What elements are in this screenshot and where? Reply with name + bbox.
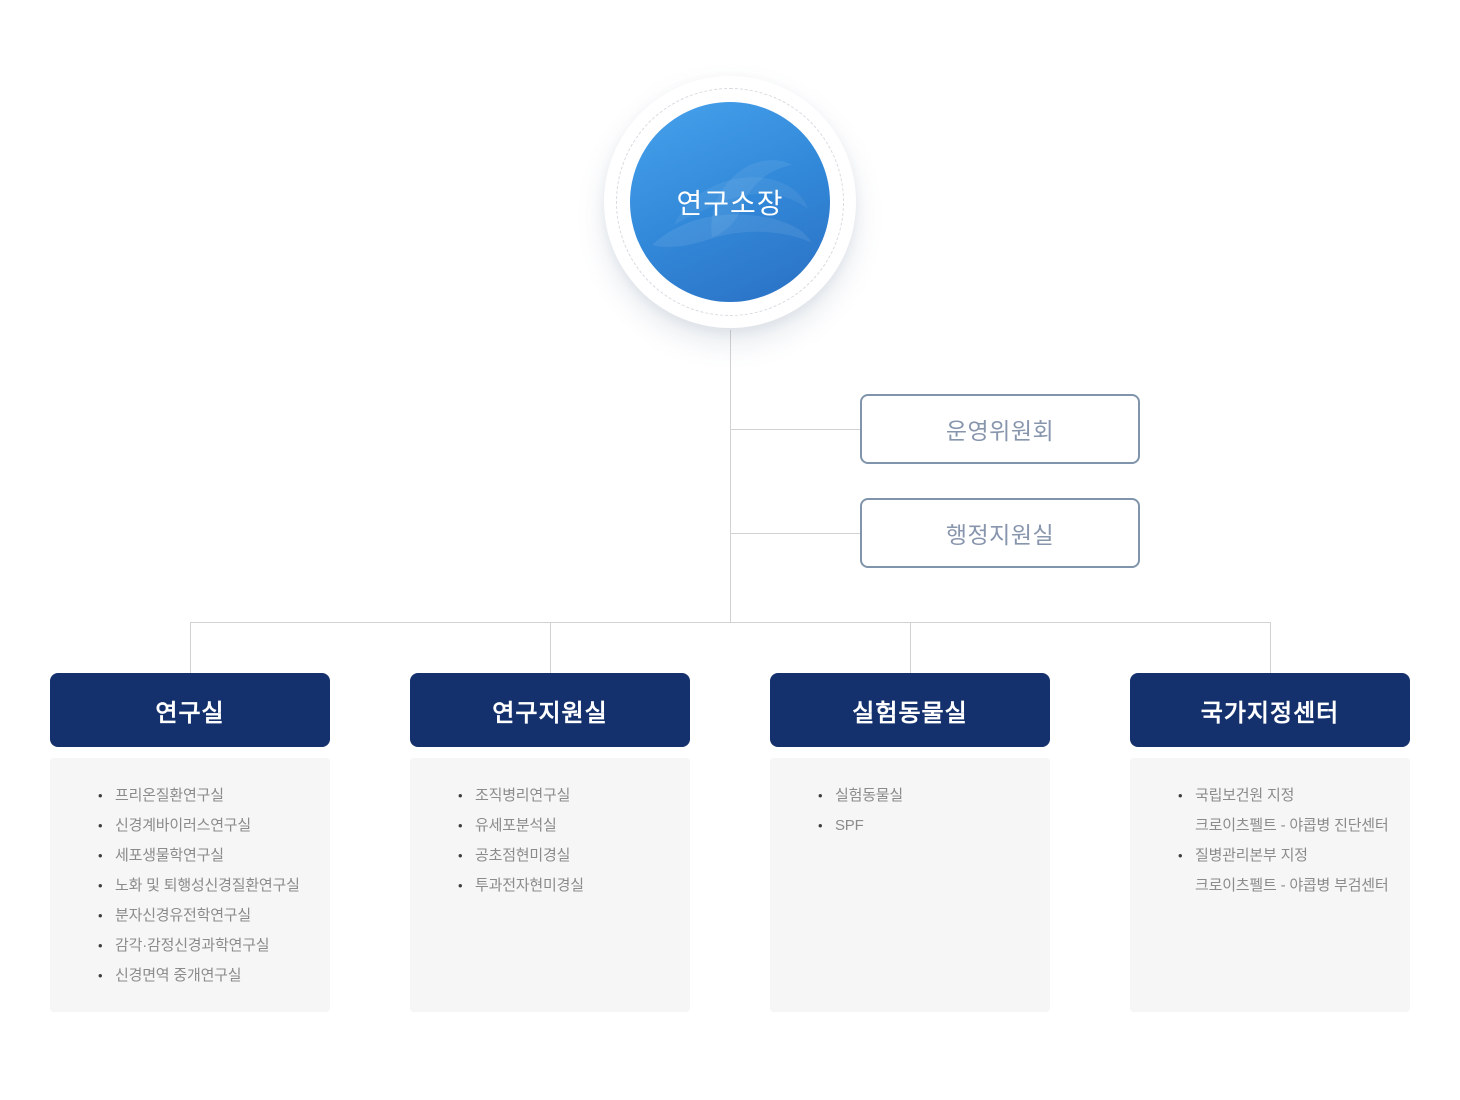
bullet-icon: • <box>98 818 103 833</box>
director-node: 연구소장 <box>604 76 856 328</box>
list-item-label: 유세포분석실 <box>475 817 557 834</box>
bullet-icon: • <box>98 848 103 863</box>
admin-support-label: 행정지원실 <box>945 522 1055 548</box>
list-item-subline: 크로이츠펠트 - 야콥병 진단센터 <box>1195 817 1389 834</box>
bullet-icon: • <box>818 818 823 833</box>
steering-committee-label: 운영위원회 <box>945 418 1055 444</box>
list-item: • 세포생물학연구실 <box>96 846 316 866</box>
list-item: • 유세포분석실 <box>456 816 676 836</box>
list-item: • 감각·감정신경과학연구실 <box>96 936 316 956</box>
list-item: • 신경면역 중개연구실 <box>96 966 316 986</box>
bullet-icon: • <box>458 848 463 863</box>
department-header: 국가지정센터 <box>1130 673 1410 747</box>
list-item-label: SPF <box>835 817 864 834</box>
bullet-icon: • <box>98 788 103 803</box>
bullet-icon: • <box>458 878 463 893</box>
steering-committee-box: 운영위원회 <box>860 394 1140 464</box>
bullet-icon: • <box>98 938 103 953</box>
list-item: • 분자신경유전학연구실 <box>96 906 316 926</box>
list-item-label: 공초점현미경실 <box>475 847 571 864</box>
wave-logo-icon <box>652 160 812 247</box>
department-panel: • 실험동물실 • SPF <box>770 758 1050 1012</box>
list-item-label: 국립보건원 지정 <box>1195 787 1295 804</box>
department-column-1: 연구실 • 프리온질환연구실 • 신경계바이러스연구실 • 세포생물학연구실 • 노화 및 퇴… <box>50 673 330 1012</box>
list-item-label: 세포생물학연구실 <box>115 847 224 864</box>
bullet-icon: • <box>1178 848 1183 863</box>
list-item-label: 노화 및 퇴행성신경질환연구실 <box>115 877 300 894</box>
department-panel: • 프리온질환연구실 • 신경계바이러스연구실 • 세포생물학연구실 • 노화 및 퇴행성신경… <box>50 758 330 1012</box>
department-header: 연구실 <box>50 673 330 747</box>
director-circle: 연구소장 <box>630 102 830 302</box>
list-item: • 공초점현미경실 <box>456 846 676 866</box>
department-column-3: 실험동물실 • 실험동물실 • SPF <box>770 673 1050 1012</box>
list-item-label: 신경면역 중개연구실 <box>115 967 242 984</box>
bullet-icon: • <box>98 968 103 983</box>
list-item: • 신경계바이러스연구실 <box>96 816 316 836</box>
list-item-label: 실험동물실 <box>835 787 904 804</box>
connector-branch-admin <box>730 533 860 534</box>
list-item-label: 프리온질환연구실 <box>115 787 224 804</box>
admin-support-box: 행정지원실 <box>860 498 1140 568</box>
list-item-subline: 크로이츠펠트 - 야콥병 부검센터 <box>1195 877 1389 894</box>
department-header: 실험동물실 <box>770 673 1050 747</box>
connector-drop-3 <box>910 622 911 673</box>
director-label: 연구소장 <box>676 188 784 219</box>
department-header: 연구지원실 <box>410 673 690 747</box>
connector-row-horizontal <box>190 622 1270 623</box>
bullet-icon: • <box>98 908 103 923</box>
bullet-icon: • <box>458 818 463 833</box>
list-item: • SPF <box>816 816 1036 836</box>
list-item-label: 분자신경유전학연구실 <box>115 907 252 924</box>
list-item: • 조직병리연구실 <box>456 786 676 806</box>
bullet-icon: • <box>98 878 103 893</box>
connector-branch-committee <box>730 429 860 430</box>
list-item-label: 조직병리연구실 <box>475 787 571 804</box>
bullet-icon: • <box>458 788 463 803</box>
department-panel: • 조직병리연구실 • 유세포분석실 • 공초점현미경실 • 투과전자현미경실 <box>410 758 690 1012</box>
department-column-2: 연구지원실 • 조직병리연구실 • 유세포분석실 • 공초점현미경실 • 투과전자현미경실 <box>410 673 690 1012</box>
list-item-label: 감각·감정신경과학연구실 <box>115 937 270 954</box>
dashed-ring <box>616 88 844 316</box>
list-item-label: 신경계바이러스연구실 <box>115 817 252 834</box>
list-item: • 프리온질환연구실 <box>96 786 316 806</box>
bullet-icon: • <box>818 788 823 803</box>
list-item: • 질병관리본부 지정 <box>1176 846 1396 866</box>
list-item-label: 질병관리본부 지정 <box>1195 847 1308 864</box>
connector-drop-2 <box>550 622 551 673</box>
connector-drop-4 <box>1270 622 1271 673</box>
list-item: • 국립보건원 지정 <box>1176 786 1396 806</box>
list-item-label: 투과전자현미경실 <box>475 877 584 894</box>
connector-drop-1 <box>190 622 191 673</box>
list-item: • 노화 및 퇴행성신경질환연구실 <box>96 876 316 896</box>
bullet-icon: • <box>1178 788 1183 803</box>
connector-main-vertical <box>730 330 731 622</box>
list-item: • 실험동물실 <box>816 786 1036 806</box>
list-item: • 투과전자현미경실 <box>456 876 676 896</box>
